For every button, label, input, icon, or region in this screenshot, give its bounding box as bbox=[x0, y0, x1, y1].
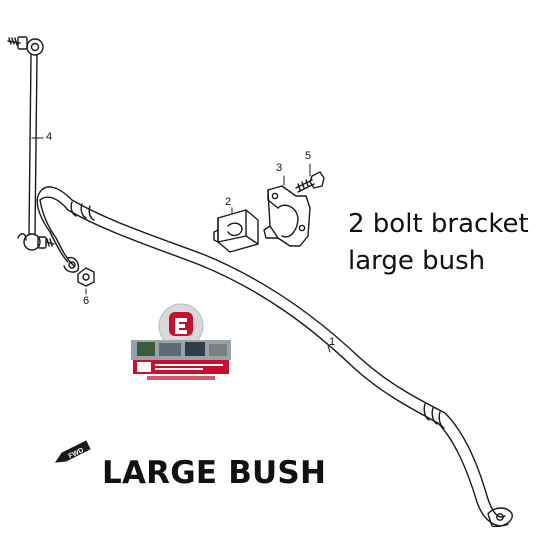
note-line-1: 2 bolt bracket bbox=[348, 209, 529, 239]
bushing bbox=[213, 209, 259, 253]
seller-logo bbox=[127, 296, 235, 392]
callout-1: 1 bbox=[329, 336, 336, 348]
nut bbox=[77, 267, 95, 287]
bracket-note: 2 bolt bracket large bush bbox=[348, 206, 529, 280]
callout-6: 6 bbox=[83, 295, 90, 307]
callout-2: 2 bbox=[225, 196, 232, 208]
stabilizer-bar bbox=[36, 186, 513, 528]
headline: LARGE BUSH bbox=[102, 455, 327, 491]
bracket bbox=[263, 185, 311, 247]
callout-5: 5 bbox=[305, 150, 312, 162]
callout-4: 4 bbox=[46, 131, 53, 143]
leader-lines bbox=[31, 137, 331, 353]
bolt bbox=[295, 171, 325, 193]
callout-3: 3 bbox=[276, 162, 283, 174]
fwd-arrow: FWD bbox=[54, 440, 91, 463]
stabilizer-link bbox=[7, 36, 55, 251]
note-line-2: large bush bbox=[348, 246, 486, 276]
